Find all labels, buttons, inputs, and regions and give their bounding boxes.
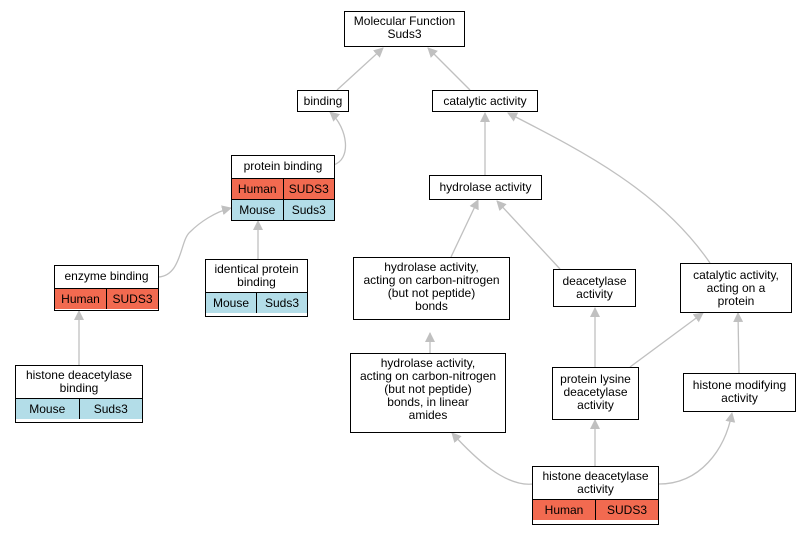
node-label: acting on carbon-nitrogen [363,273,500,287]
node-label: protein lysine [560,372,631,386]
edge-lysine-to-catalytic-protein [629,312,704,368]
annotation-row-human: Human SUDS3 [533,499,658,520]
node-label: histone deacetylase [542,469,649,483]
node-catalytic-activity[interactable]: catalytic activity [432,90,538,112]
node-protein-binding[interactable]: protein binding Human SUDS3 Mouse Suds3 [231,155,335,221]
node-label: deacetylase [563,385,628,399]
node-label: acting on carbon-nitrogen [359,369,497,383]
edge-histone-modifying-to-catalytic-protein [733,312,744,374]
gene-cell: Suds3 [282,200,335,220]
annotation-row-human: Human SUDS3 [232,178,334,199]
edge-hda-to-histone-modifying [658,412,736,485]
node-label: activity [577,398,614,412]
edge-catalytic-protein-to-catalytic [507,112,711,264]
species-cell: Human [237,181,277,196]
edge-deacetylase-to-hydrolase [496,200,561,270]
annotation-row-human: Human SUDS3 [55,288,158,309]
node-label: deacetylase [562,274,627,288]
gene-cell: Suds3 [256,293,307,313]
edge-hydrolase-cn-to-hydrolase [450,199,479,258]
node-hydrolase-activity[interactable]: hydrolase activity [429,175,542,200]
node-label: activity [577,482,614,496]
species-cell: Mouse [239,202,276,217]
node-label: histone modifying [692,378,787,392]
node-label: binding [237,275,276,289]
edge-enzyme-binding-to-protein-binding [157,205,232,278]
node-label: histone deacetylase [25,368,133,382]
species-cell: Mouse [29,401,66,416]
node-label: hydrolase activity [439,180,532,194]
node-label: bonds, in linear [387,395,469,409]
node-label: catalytic activity, [693,268,779,282]
node-label: (but not peptide) [387,286,476,300]
node-hydrolase-cn-linear-amides[interactable]: hydrolase activity,acting on carbon-nitr… [350,353,506,433]
node-label: hydrolase activity, [380,356,476,370]
annotation-row-mouse: Mouse Suds3 [232,199,334,220]
species-cell: Human [544,502,584,517]
gene-cell: Suds3 [78,399,143,419]
node-enzyme-binding[interactable]: enzyme binding Human SUDS3 [54,265,159,311]
species-cell: Human [61,291,100,306]
node-label: protein binding [243,159,323,173]
node-label: bonds [415,299,448,313]
edge-protein-binding-to-binding [329,111,347,166]
node-label: Molecular Function [353,14,456,28]
edge-binding-to-molecular-function [336,47,384,91]
gene-cell: SUDS3 [106,289,158,309]
node-binding[interactable]: binding [297,90,349,112]
node-label: Suds3 [387,27,422,41]
annotation-row-mouse: Mouse Suds3 [206,292,307,313]
node-label: binding [59,381,99,395]
node-label: amides [408,408,448,422]
node-label: identical protein [214,262,299,276]
edge-catalytic-to-molecular-function [427,47,471,91]
node-label: enzyme binding [64,269,149,283]
node-label: activity [721,391,758,405]
edge-hda-to-linear-amides [451,432,534,485]
node-label: activity [576,287,613,301]
annotation-row-mouse: Mouse Suds3 [16,398,142,419]
gene-cell: SUDS3 [595,500,658,520]
gene-cell: SUDS3 [282,179,335,199]
node-label: acting on a [706,281,766,295]
node-label: binding [303,94,343,108]
node-label: hydrolase activity, [384,260,479,274]
node-label: protein [717,294,755,308]
node-hydrolase-cn-bonds[interactable]: hydrolase activity,acting on carbon-nitr… [353,257,510,320]
node-label: (but not peptide) [384,382,472,396]
species-cell: Mouse [212,295,250,310]
node-label: catalytic activity [443,94,527,108]
